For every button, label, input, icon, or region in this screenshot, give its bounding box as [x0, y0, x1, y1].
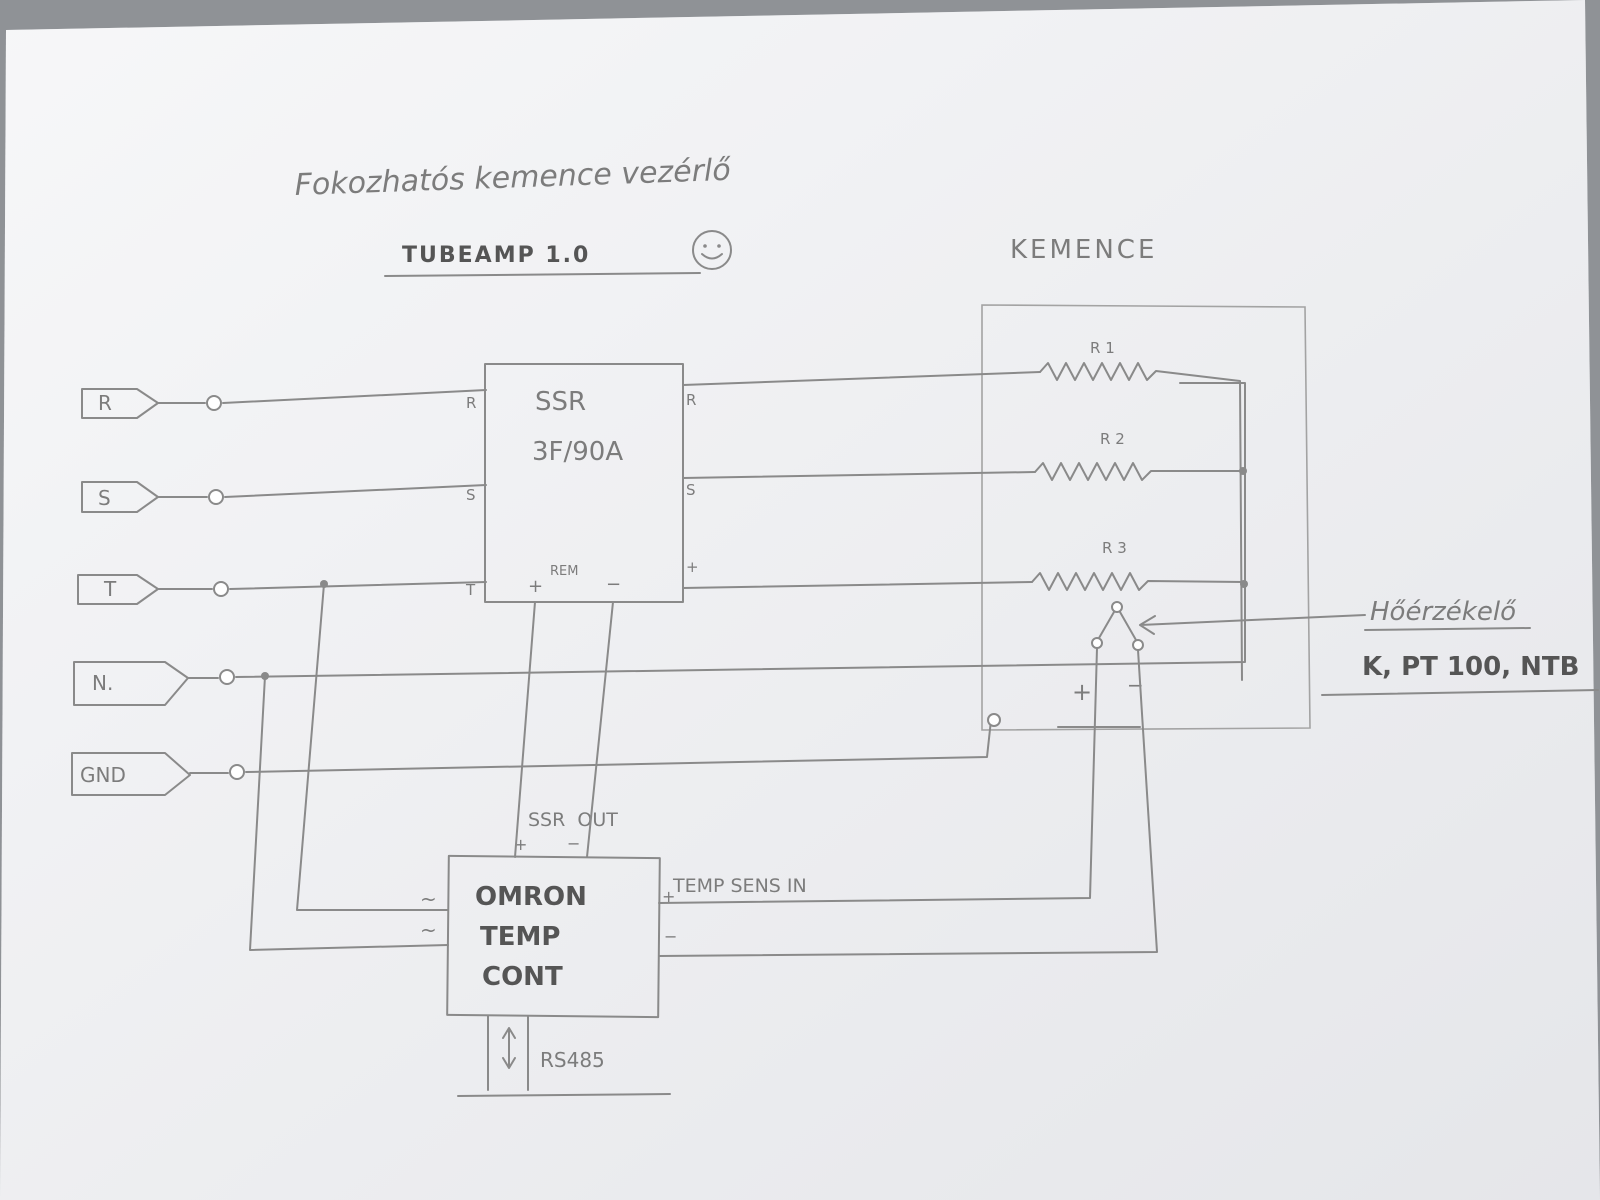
terminal-gnd: GND: [71, 752, 191, 796]
heater-r2-label: R 2: [1100, 430, 1125, 448]
wire-ssr-ctrl-minus: [586, 601, 614, 858]
wire-ssr-out-s: [682, 471, 1036, 479]
wire-ssr-out-t: [682, 581, 1033, 589]
wire-gnd: [189, 719, 992, 774]
furnace-label: KEMENCE: [1010, 235, 1157, 265]
heater-r3-label: R 3: [1102, 539, 1127, 557]
ssr-rem-plus: +: [528, 576, 543, 597]
rs485-label: RS485: [540, 1048, 605, 1072]
svg-text:N.: N.: [92, 671, 113, 695]
sensor-plus: +: [1072, 678, 1092, 706]
terminal-n: N.: [73, 661, 189, 706]
sensor-label: Hőérzékelő: [1370, 597, 1517, 627]
ssr-box: [484, 363, 684, 603]
ssr-rem-label: REM: [550, 564, 578, 579]
wire-t-connector: [213, 581, 229, 597]
wire-n-connector: [219, 669, 235, 685]
controller-sens-plus: +: [662, 887, 675, 906]
terminal-s: S: [81, 481, 159, 513]
wire-t: [157, 581, 487, 590]
ssr-out-t: +: [686, 558, 699, 576]
wire-r-connector: [206, 395, 222, 411]
wire-r: [157, 389, 487, 404]
controller-sens-minus: −: [664, 927, 677, 946]
wire-gnd-connector: [229, 764, 245, 780]
furnace-ground-connector: [987, 713, 1001, 727]
wire-sensor-plus: [658, 647, 1098, 904]
sensor-arrow: [1139, 614, 1366, 635]
ssr-in-s: S: [466, 486, 476, 504]
smiley-eye-left: [703, 244, 707, 248]
rs485-bus: [457, 1015, 671, 1097]
heater-star-node-bottom: [1240, 580, 1248, 588]
terminal-r: R: [81, 388, 159, 419]
thermocouple-icon: [1091, 601, 1144, 651]
svg-text:R: R: [98, 391, 112, 415]
smiley-icon: [692, 230, 732, 270]
heater-r1-label: R 1: [1090, 339, 1115, 357]
controller-line2: TEMP: [480, 922, 560, 952]
controller-ssr-out-label: SSR OUT: [528, 809, 618, 831]
rs485-arrow-icon: [502, 1027, 516, 1069]
ssr-out-s: S: [686, 481, 696, 499]
controller-temp-sens-label: TEMP SENS IN: [672, 875, 807, 897]
ssr-label: SSR: [535, 387, 586, 417]
wire-s-connector: [208, 489, 224, 505]
heater-r2: [1034, 462, 1244, 481]
ssr-in-r: R: [466, 394, 476, 412]
subtitle-underline: [384, 272, 701, 277]
wire-ctrl-power-t: [296, 583, 449, 911]
ssr-rating: 3F/90A: [532, 437, 623, 467]
controller-ac-2: ~: [420, 918, 437, 942]
wire-ssr-out-r: [682, 371, 1041, 386]
sensor-types: K, PT 100, NTB: [1362, 652, 1579, 682]
controller-box: [446, 854, 661, 1019]
wire-ssr-ctrl-plus: [514, 601, 536, 858]
svg-text:T: T: [103, 577, 117, 601]
ssr-out-r: R: [686, 391, 696, 409]
svg-text:GND: GND: [80, 763, 126, 787]
diagram-subtitle: TUBEAMP 1.0: [402, 243, 590, 268]
sensor-label-underline: [1364, 627, 1531, 631]
svg-text:S: S: [98, 486, 111, 510]
heater-r1: [1039, 362, 1243, 681]
ssr-in-t: T: [465, 581, 476, 599]
sensor-types-underline: [1321, 689, 1599, 696]
heater-star-node-top: [1239, 467, 1247, 475]
heater-r3: [1031, 572, 1245, 591]
terminal-t: T: [77, 574, 159, 605]
controller-line1: OMRON: [475, 882, 587, 912]
ssr-rem-minus: −: [606, 574, 621, 595]
smiley-mouth: [701, 253, 723, 260]
wire-s: [157, 484, 487, 498]
wire-sensor-minus: [658, 649, 1158, 957]
controller-line3: CONT: [482, 962, 563, 992]
wire-ctrl-power-n: [249, 675, 449, 951]
wire-n: [187, 382, 1246, 679]
controller-ssr-minus: −: [567, 834, 580, 853]
controller-ac-1: ~: [420, 887, 437, 911]
furnace-box: [981, 304, 1311, 731]
smiley-eye-right: [717, 244, 721, 248]
